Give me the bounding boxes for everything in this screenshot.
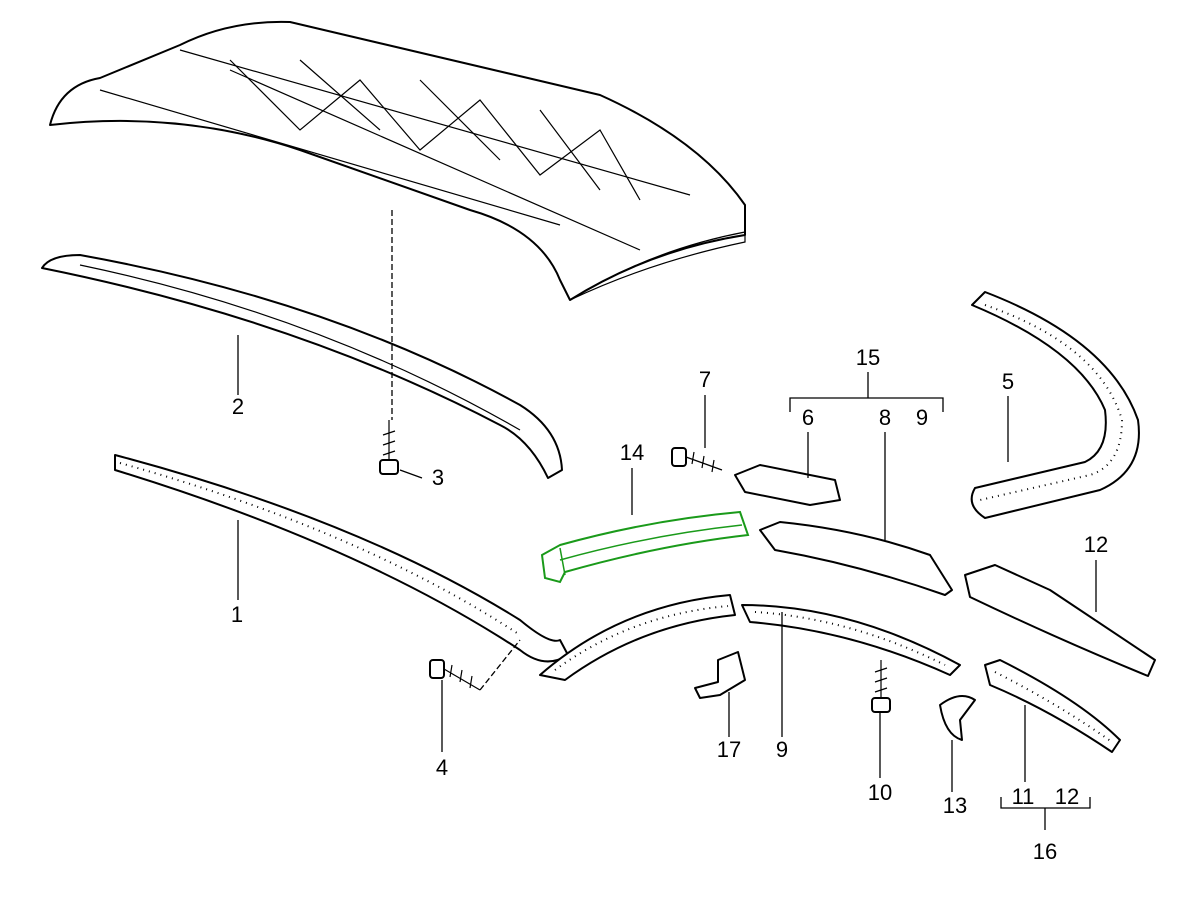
callout-10: 10 [867,780,893,805]
callout-11: 11 [1011,784,1035,809]
strip-11 [984,659,1121,753]
callout-8: 8 [878,405,892,430]
rear-panel-part [49,20,746,301]
leader-lines [237,210,1097,830]
screw-10 [871,660,891,713]
callout-12-lower: 12 [1054,784,1080,809]
callout-9: 9 [915,405,929,430]
callout-14: 14 [619,440,645,465]
trim-12 [964,564,1156,677]
callout-3: 3 [431,465,445,490]
cover-8 [759,521,953,596]
screw-7 [671,447,723,473]
callout-16: 16 [1032,839,1058,864]
seal-5 [970,291,1140,519]
clip-6 [734,464,841,506]
callout-6: 6 [801,405,815,430]
callout-12: 12 [1083,532,1109,557]
callout-2: 2 [231,394,245,419]
callout-13: 13 [942,793,968,818]
strip-9 [741,604,961,676]
bracket-17 [694,651,746,699]
clip-13 [939,695,976,741]
screw-3 [379,420,399,475]
callout-5: 5 [1001,369,1015,394]
callout-15: 15 [855,345,881,370]
callout-7: 7 [698,367,712,392]
callout-9-lower: 9 [775,737,789,762]
trim-strip-1 [114,454,736,681]
screw-4 [429,659,481,691]
callout-1: 1 [230,602,244,627]
rail-14-highlighted [540,510,750,584]
callout-17: 17 [716,737,742,762]
callout-4: 4 [435,755,449,780]
trim-strip-2 [41,254,563,479]
